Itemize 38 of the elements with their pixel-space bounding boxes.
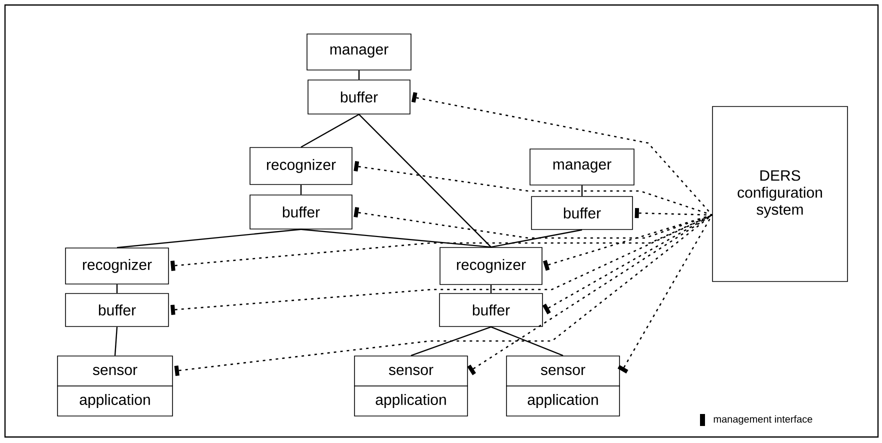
component-box: application [57,386,173,416]
component-box: sensor [506,356,620,386]
connector-line [116,228,302,248]
connector-line [581,185,583,196]
component-box: recognizer [250,147,352,185]
dotted-connector [411,92,713,216]
component-box: sensor [57,356,173,386]
connector-line [358,70,360,80]
connector-line [490,326,564,356]
component-box: buffer [308,80,410,114]
component-box: manager [306,34,412,70]
dotted-connector [170,214,712,315]
component-box: recognizer [65,248,169,284]
connector-line [300,114,360,148]
component-box: buffer [65,293,169,327]
dotted-connector [170,214,712,271]
connector-line [300,228,492,248]
connector-line [358,114,492,248]
dotted-connector [354,161,712,216]
dotted-connector [542,214,712,271]
connector-line [300,184,302,195]
component-box: recognizer [440,247,542,285]
system-box: DERS configuration system [712,106,848,282]
component-box: buffer [439,293,543,327]
component-box: manager [530,148,634,186]
component-box: application [506,386,620,416]
connector-line [490,229,582,248]
component-box: application [354,386,468,416]
legend-text: management interface [714,415,812,425]
dotted-connector [618,214,713,374]
connector-line [114,326,118,356]
connector-line [490,284,492,294]
component-box: buffer [531,196,633,230]
connector-line [410,326,492,356]
dotted-connector [467,214,712,376]
component-box: buffer [250,194,352,230]
component-box: sensor [354,356,468,386]
connector-line [116,284,118,294]
